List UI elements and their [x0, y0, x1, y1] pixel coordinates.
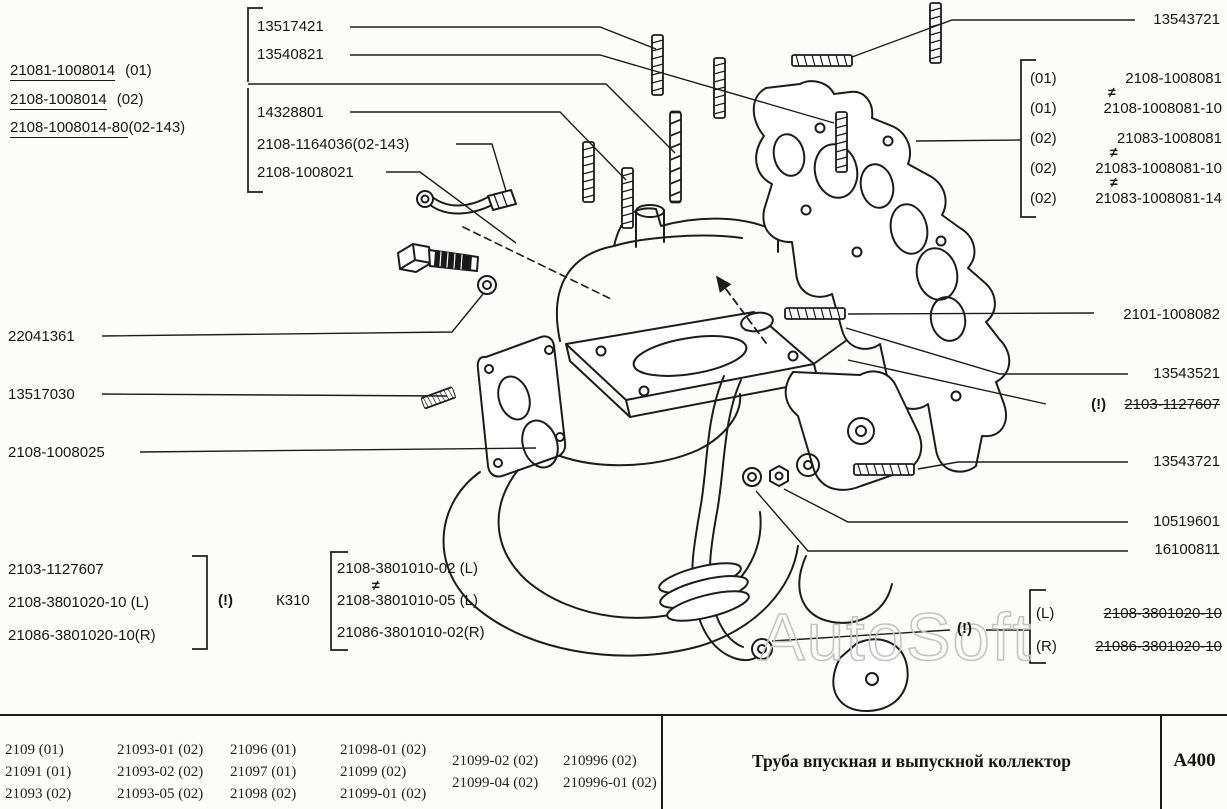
- model-cell: 2109 (01): [5, 742, 64, 758]
- model-cell: 210996 (02): [563, 753, 637, 769]
- sheet-title: Труба впускная и выпускной коллектор: [663, 716, 1160, 806]
- part-number: 21083-1008081-10: [1095, 160, 1222, 177]
- part-variant: (02-143): [128, 119, 186, 136]
- obsolete-variant-box: (L) 2108-3801020-10 (R) 21086-3801020-10: [1036, 597, 1222, 663]
- variant-code: (02): [1030, 130, 1057, 147]
- part-label: 2101-1008082: [1123, 306, 1220, 323]
- model-cell: 21093 (02): [5, 786, 72, 802]
- model-column: 21093-01 (02) 21093-02 (02) 21093-05 (02…: [117, 739, 203, 805]
- part-label: 13543721: [1153, 11, 1220, 28]
- part-label: 16100811: [1154, 541, 1220, 558]
- model-cell: 21099-01 (02): [340, 786, 427, 802]
- part-number: 2103-1127607: [1124, 396, 1220, 413]
- part-number: 21083-1008081-14: [1095, 190, 1222, 207]
- model-cell: 21098 (02): [230, 786, 297, 802]
- part-label: 13543721: [1153, 453, 1220, 470]
- part-variant: (02): [116, 91, 144, 108]
- part-label: 13543521: [1153, 365, 1220, 382]
- part-label: 2108-1008021: [257, 164, 354, 181]
- part-label: 2103-1127607: [8, 561, 104, 578]
- model-cell: 210996-01 (02): [563, 775, 657, 791]
- part-label: 10519601: [1153, 513, 1220, 530]
- part-number: 2108-1008014: [10, 91, 107, 110]
- variant-row: (02) 21083-1008081: [1030, 124, 1222, 154]
- part-number: 2108-1008081: [1125, 70, 1222, 87]
- model-column: 21099-02 (02) 21099-04 (02): [452, 750, 538, 794]
- sheet-code-text: А400: [1173, 750, 1216, 771]
- part-number: 21086-3801020-10: [1095, 638, 1222, 655]
- manifold-drawing: [397, 80, 1011, 713]
- not-interchangeable-icon: ≠: [372, 577, 380, 593]
- model-column: 2109 (01) 21091 (01) 21093 (02): [5, 739, 71, 805]
- part-number: 21081-1008014: [10, 62, 116, 81]
- model-cell: 21093-05 (02): [117, 786, 204, 802]
- part-label: 2108-3801010-02 (L): [337, 560, 478, 577]
- model-cell: 21093-02 (02): [117, 764, 204, 780]
- not-interchangeable-icon: ≠: [1108, 84, 1116, 100]
- variant-code: (01): [1030, 70, 1057, 87]
- attention-mark: (!): [957, 620, 972, 637]
- variant-row: (01) 2108-1008081-10: [1030, 94, 1222, 124]
- attention-mark: (!): [1091, 396, 1107, 413]
- leader-lines: [101, 19, 1135, 642]
- autosoft-watermark: AutoSoft: [759, 599, 1034, 676]
- table-divider: [661, 716, 663, 809]
- variant-row: (02) 21083-1008081-14: [1030, 184, 1222, 214]
- model-cell: 21091 (01): [5, 764, 72, 780]
- part-number: 2108-1008081-10: [1103, 100, 1222, 117]
- variant-code: (02): [1030, 190, 1057, 207]
- part-label: 2108-3801010-05 (L): [337, 592, 478, 609]
- part-variant: (01): [125, 62, 152, 79]
- model-cell: 21099-04 (02): [452, 775, 539, 791]
- variant-code: (01): [1030, 100, 1057, 117]
- part-label: 2108-1164036(02-143): [257, 136, 410, 153]
- model-column: 21096 (01) 21097 (01) 21098 (02): [230, 739, 296, 805]
- part-label-main-1: 21081-1008014 (01): [10, 62, 152, 81]
- model-cell: 21093-01 (02): [117, 742, 204, 758]
- model-cell: 21099 (02): [340, 764, 407, 780]
- table-divider: [1160, 716, 1162, 809]
- model-column: 210996 (02) 210996-01 (02): [563, 750, 657, 794]
- variant-row: (L) 2108-3801020-10: [1036, 597, 1222, 630]
- model-column: 21098-01 (02) 21099 (02) 21099-01 (02): [340, 739, 426, 805]
- variant-row: (R) 21086-3801020-10: [1036, 630, 1222, 663]
- model-cell: 21098-01 (02): [340, 742, 427, 758]
- model-cell: 21096 (01): [230, 742, 297, 758]
- group-brackets: [192, 7, 1046, 664]
- sheet-code: А400: [1162, 716, 1227, 806]
- part-label: 13517421: [257, 18, 324, 35]
- part-label: 13517030: [8, 386, 75, 403]
- sheet-title-text: Труба впускная и выпускной коллектор: [752, 750, 1071, 771]
- model-cell: 21097 (01): [230, 764, 297, 780]
- part-label: 21086-3801010-02(R): [337, 624, 485, 641]
- part-label: 21086-3801020-10(R): [8, 627, 156, 644]
- part-label-main-2: 2108-1008014 (02): [10, 91, 144, 110]
- part-label: 13540821: [257, 46, 324, 63]
- part-label: 2108-3801020-10 (L): [8, 594, 149, 611]
- kit-code: К310: [276, 592, 310, 609]
- part-label: 2108-1008025: [8, 444, 105, 461]
- part-label-obsolete: (!) 2103-1127607: [1091, 396, 1220, 414]
- not-interchangeable-icon: ≠: [1110, 144, 1118, 160]
- variant-row: (01) 2108-1008081: [1030, 64, 1222, 94]
- attention-mark: (!): [218, 592, 233, 609]
- part-label: 22041361: [8, 328, 75, 345]
- side-code: (R): [1036, 638, 1057, 655]
- variant-row: (02) 21083-1008081-10: [1030, 154, 1222, 184]
- part-label-main-3: 2108-1008014-80(02-143): [10, 119, 186, 138]
- side-code: (L): [1036, 605, 1055, 622]
- part-number: 21083-1008081: [1116, 130, 1222, 147]
- part-number: 2108-3801020-10: [1103, 605, 1222, 622]
- part-label: 14328801: [257, 104, 324, 121]
- gasket-variant-box: (01) 2108-1008081 (01) 2108-1008081-10 (…: [1030, 64, 1222, 214]
- model-cell: 21099-02 (02): [452, 753, 539, 769]
- not-interchangeable-icon: ≠: [1110, 174, 1118, 190]
- part-number: 2108-1008014-80: [10, 119, 129, 138]
- variant-code: (02): [1030, 160, 1057, 177]
- table-top-rule: [0, 714, 1227, 716]
